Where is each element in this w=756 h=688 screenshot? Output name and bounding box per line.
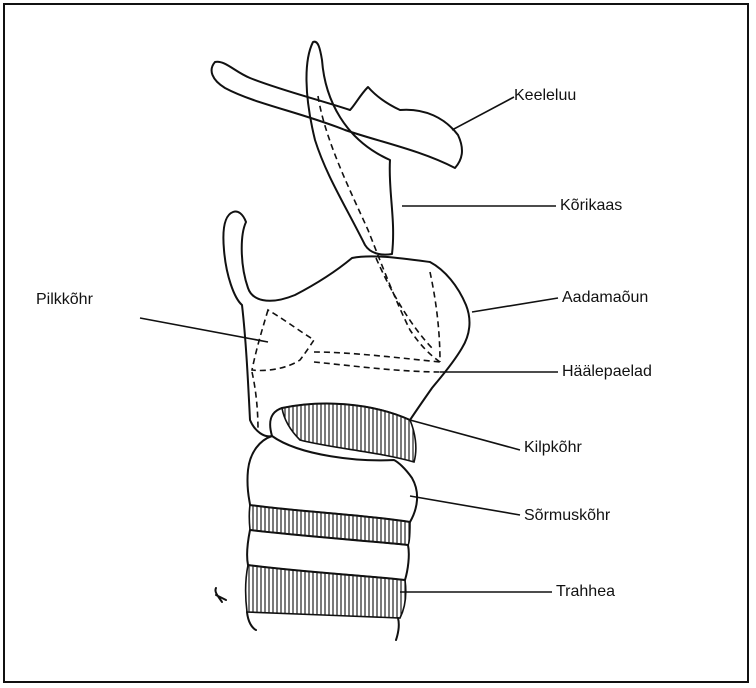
- epiglottis: [306, 42, 393, 255]
- hyoid-bone: [212, 62, 462, 168]
- hatched-band-trachea: [246, 565, 406, 618]
- leader-aadamaoun: [472, 298, 558, 312]
- label-keeleluu: Keeleluu: [514, 88, 576, 104]
- leader-kilpkohr: [410, 420, 520, 450]
- label-aadamaoun: Aadamaõun: [562, 290, 648, 306]
- hatched-band-thyroid: [282, 404, 416, 462]
- thyroid-cartilage: [223, 211, 469, 436]
- label-sormuskohr: Sõrmuskõhr: [524, 508, 610, 524]
- leader-sormuskohr: [410, 496, 520, 515]
- vocal-fold-dashed-2: [314, 362, 442, 372]
- vocal-fold-dashed-1: [314, 352, 440, 362]
- label-korikaas: Kõrikaas: [560, 198, 622, 214]
- epiglottis-dashed: [318, 96, 440, 362]
- label-trahhea: Trahhea: [556, 584, 615, 600]
- leader-pilkkohr: [140, 318, 268, 342]
- label-haalepaelad: Häälepaelad: [562, 364, 652, 380]
- leader-keeleluu: [452, 97, 514, 130]
- label-pilkkohr: Pilkkõhr: [36, 292, 93, 308]
- label-kilpkohr: Kilpkõhr: [524, 440, 582, 456]
- trachea-stub: [215, 588, 226, 602]
- hatched-band-cricoid: [249, 505, 410, 545]
- lower-dashed: [252, 372, 258, 430]
